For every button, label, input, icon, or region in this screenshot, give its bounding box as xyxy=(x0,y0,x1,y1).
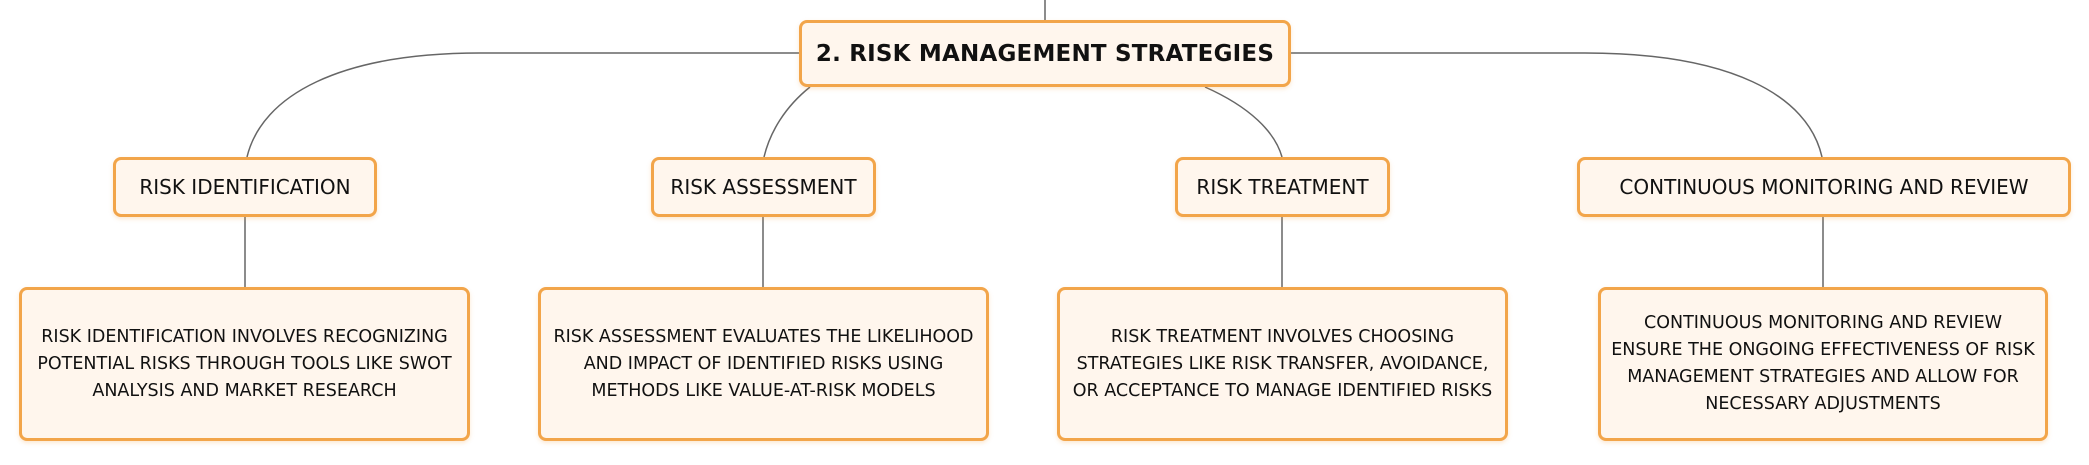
detail-node-text: RISK IDENTIFICATION INVOLVES RECOGNIZING… xyxy=(37,326,452,401)
branch-node-label: RISK TREATMENT xyxy=(1196,175,1369,199)
branch-node-risk-identification[interactable]: RISK IDENTIFICATION xyxy=(113,157,377,217)
connector-root-to-risk-identification xyxy=(246,52,799,158)
connector-root-to-continuous-monitoring xyxy=(1291,52,1823,158)
detail-node-risk-treatment[interactable]: RISK TREATMENT INVOLVES CHOOSING STRATEG… xyxy=(1057,287,1508,441)
branch-node-risk-treatment[interactable]: RISK TREATMENT xyxy=(1175,157,1390,217)
branch-node-label: RISK ASSESSMENT xyxy=(670,175,857,199)
detail-node-text: CONTINUOUS MONITORING AND REVIEW ENSURE … xyxy=(1611,313,2035,414)
detail-node-risk-identification[interactable]: RISK IDENTIFICATION INVOLVES RECOGNIZING… xyxy=(19,287,470,441)
branch-node-risk-assessment[interactable]: RISK ASSESSMENT xyxy=(651,157,876,217)
detail-node-continuous-monitoring[interactable]: CONTINUOUS MONITORING AND REVIEW ENSURE … xyxy=(1598,287,2048,441)
detail-node-text: RISK ASSESSMENT EVALUATES THE LIKELIHOOD… xyxy=(553,326,974,401)
detail-node-risk-assessment[interactable]: RISK ASSESSMENT EVALUATES THE LIKELIHOOD… xyxy=(538,287,989,441)
detail-node-text: RISK TREATMENT INVOLVES CHOOSING STRATEG… xyxy=(1072,326,1493,401)
branch-node-label: RISK IDENTIFICATION xyxy=(139,175,351,199)
branch-node-continuous-monitoring[interactable]: CONTINUOUS MONITORING AND REVIEW xyxy=(1577,157,2071,217)
connector-root-to-risk-assessment xyxy=(763,86,811,158)
connector-root-to-risk-treatment xyxy=(1204,86,1283,158)
root-node-risk-management-strategies[interactable]: 2. RISK MANAGEMENT STRATEGIES xyxy=(799,20,1291,87)
branch-node-label: CONTINUOUS MONITORING AND REVIEW xyxy=(1619,175,2029,199)
root-node-label: 2. RISK MANAGEMENT STRATEGIES xyxy=(815,40,1275,67)
